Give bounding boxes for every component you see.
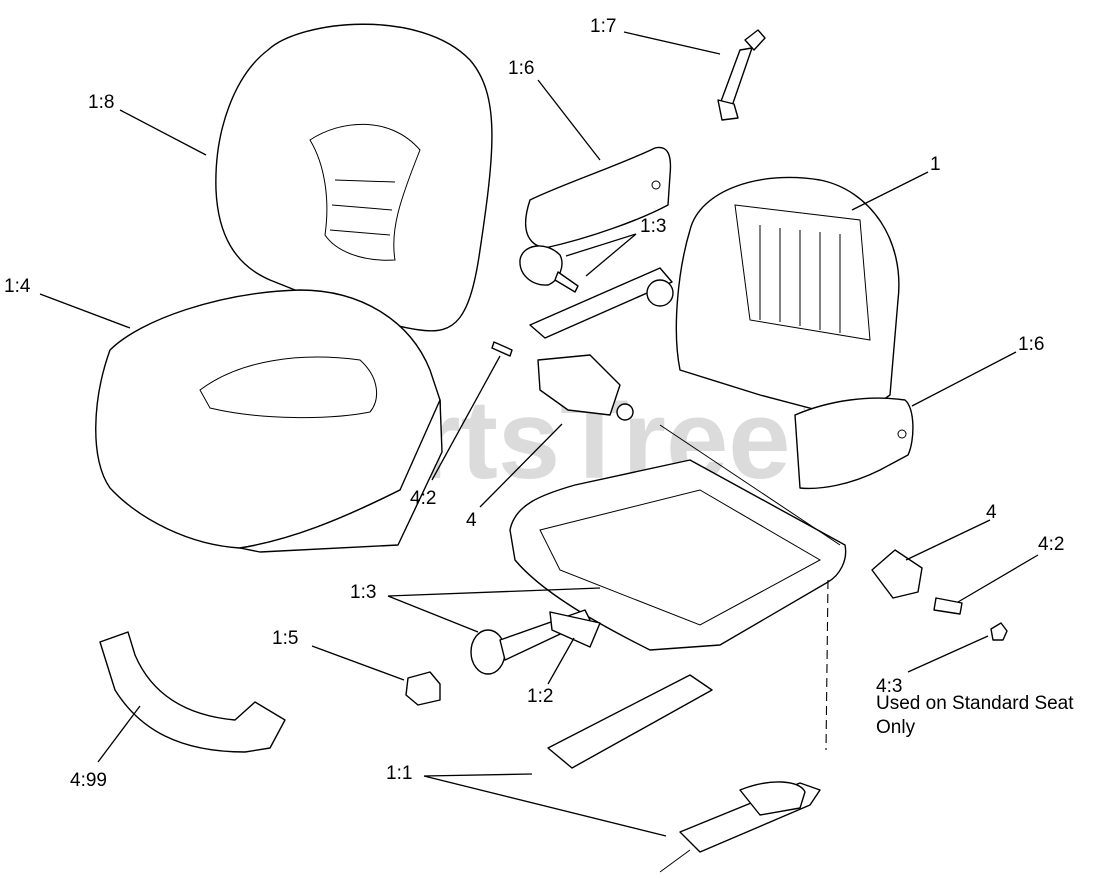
part-seat-cushion xyxy=(95,289,443,553)
callout-4-2-right: 4:2 xyxy=(1038,534,1064,555)
callout-1-7: 1:7 xyxy=(590,16,616,37)
callout-1: 1 xyxy=(930,154,941,175)
part-seatbelt-buckle-left xyxy=(491,341,634,421)
callout-4-99: 4:99 xyxy=(70,770,107,791)
callout-1-3-bottom: 1:3 xyxy=(350,582,376,603)
part-switch xyxy=(405,671,441,706)
callout-labels: 1:7 1:6 1:8 1:3 1 1:4 1:6 4:2 4 4 4:2 1:… xyxy=(4,16,1064,791)
callout-1-2: 1:2 xyxy=(527,686,553,707)
note-line-2: Only xyxy=(876,717,916,738)
part-seat-back-frame xyxy=(529,176,900,421)
callout-1-8: 1:8 xyxy=(88,92,114,113)
part-seat-belt xyxy=(99,631,286,753)
callout-4-3: 4:3 xyxy=(876,676,902,697)
part-slide-rails xyxy=(547,674,821,873)
alignment-dash xyxy=(825,579,829,751)
callout-4-2-left: 4:2 xyxy=(410,488,436,509)
leader-lines xyxy=(39,31,1039,837)
callout-1-5: 1:5 xyxy=(272,628,298,649)
callout-1-3-top: 1:3 xyxy=(640,216,666,237)
callout-4-right: 4 xyxy=(986,502,997,523)
part-gas-strut xyxy=(717,29,766,121)
callout-1-4: 1:4 xyxy=(4,276,31,297)
callout-1-1: 1:1 xyxy=(386,763,412,784)
callout-1-6-top: 1:6 xyxy=(508,58,534,79)
part-nut xyxy=(990,622,1008,641)
part-seatbelt-buckle-right xyxy=(871,549,963,615)
note-line-1: Used on Standard Seat xyxy=(876,693,1074,714)
callout-1-6-right: 1:6 xyxy=(1018,334,1044,355)
standard-seat-note: Used on Standard Seat Only xyxy=(876,693,1074,738)
callout-4-left: 4 xyxy=(466,510,477,531)
part-armrest-right xyxy=(794,397,914,490)
part-armrest-left xyxy=(524,146,672,249)
part-knob-top xyxy=(519,245,579,293)
part-backrest-cushion xyxy=(215,23,493,332)
part-lever xyxy=(549,611,601,648)
part-base-frame xyxy=(509,424,847,651)
